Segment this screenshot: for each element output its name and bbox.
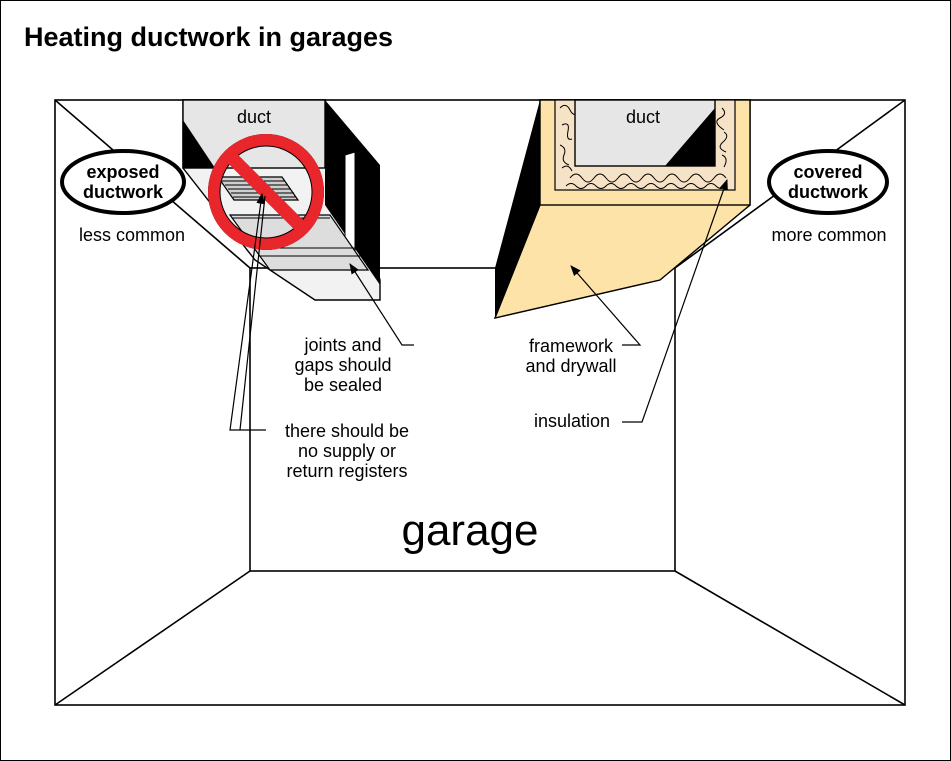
joints-leader	[349, 263, 414, 346]
covered-ductwork-badge: covered ductwork	[767, 149, 889, 215]
registers-line1: there should be	[285, 421, 409, 441]
framework-callout: framework and drywall	[525, 336, 616, 376]
drywall-shadow	[495, 100, 540, 318]
registers-line3: return registers	[286, 461, 407, 481]
joints-line1: joints and	[303, 335, 381, 355]
back-wall	[249, 267, 676, 572]
room-outer	[54, 99, 906, 706]
callout-leaders	[229, 178, 728, 431]
covered-badge-line1: covered	[793, 162, 862, 182]
exposed-duct: duct	[182, 99, 381, 301]
registers-leader-b	[239, 195, 266, 431]
no-sign-icon	[208, 134, 324, 250]
covered-badge-line2: ductwork	[788, 182, 869, 202]
exposed-badge-line1: exposed	[86, 162, 159, 182]
registers-line2: no supply or	[298, 441, 396, 461]
floor-left-edge	[54, 570, 251, 706]
exposed-duct-label: duct	[237, 107, 271, 127]
diagram-title: Heating ductwork in garages	[24, 22, 394, 52]
framework-leader	[570, 265, 642, 346]
framework-line1: framework	[529, 336, 614, 356]
joints-line3: be sealed	[304, 375, 382, 395]
registers-callout: there should be no supply or return regi…	[285, 421, 409, 481]
insulation-callout: insulation	[534, 411, 610, 431]
exposed-ductwork-badge: exposed ductwork	[60, 149, 186, 215]
covered-caption: more common	[771, 225, 886, 245]
covered-duct: duct	[493, 99, 751, 319]
insulation-leader	[622, 178, 728, 423]
registers-leader	[229, 192, 266, 431]
covered-duct-label: duct	[626, 107, 660, 127]
floor-right-edge	[674, 570, 906, 706]
insulation-squiggles	[559, 104, 728, 189]
framework-line2: and drywall	[525, 356, 616, 376]
exposed-badge-line2: ductwork	[83, 182, 164, 202]
joints-callout: joints and gaps should be sealed	[294, 335, 391, 395]
exposed-caption: less common	[79, 225, 185, 245]
garage-label: garage	[401, 506, 538, 555]
joints-line2: gaps should	[294, 355, 391, 375]
